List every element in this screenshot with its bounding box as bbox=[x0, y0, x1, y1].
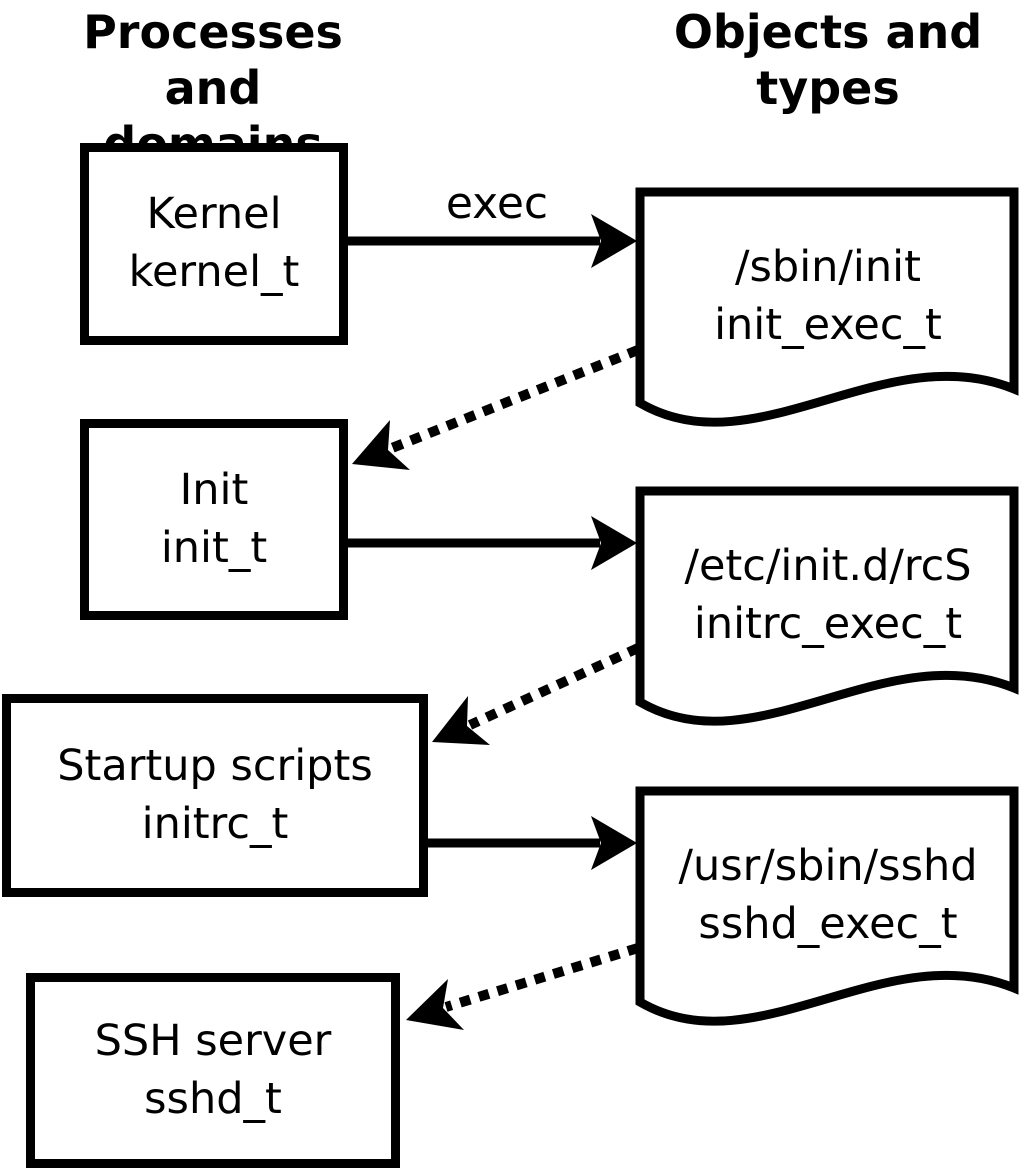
transition-arrow-rcs-to-initrc bbox=[432, 643, 641, 745]
process-node-init: Init init_t bbox=[80, 419, 348, 620]
process-node-startup-scripts: Startup scripts initrc_t bbox=[2, 694, 428, 897]
process-node-kernel: Kernel kernel_t bbox=[80, 143, 348, 345]
arrowhead-icon bbox=[591, 516, 637, 570]
exec-arrow-kernel-to-sbin-init bbox=[348, 214, 637, 268]
process-name: Init bbox=[179, 464, 249, 515]
transition-arrow-line bbox=[390, 345, 640, 453]
process-name: SSH server bbox=[94, 1015, 332, 1066]
process-node-ssh-server: SSH server sshd_t bbox=[26, 973, 400, 1168]
process-name: Kernel bbox=[146, 189, 282, 240]
exec-arrow-label: exec bbox=[445, 178, 549, 229]
object-type: initrc_exec_t bbox=[693, 599, 963, 649]
object-node-shape-usr-sbin-sshd bbox=[635, 786, 1019, 1026]
transition-arrow-line bbox=[444, 943, 640, 1012]
column-header-objects: Objects and types bbox=[673, 5, 983, 116]
process-domain-type: kernel_t bbox=[128, 247, 300, 297]
transition-arrow-sshd-exec-to-sshd bbox=[406, 943, 640, 1030]
object-node-etc-initd-rcs: /etc/init.d/rcS initrc_exec_t bbox=[644, 496, 1012, 696]
arrowhead-icon bbox=[591, 214, 637, 268]
object-node-sbin-init: /sbin/init init_exec_t bbox=[644, 197, 1012, 397]
arrowhead-icon bbox=[406, 979, 464, 1030]
exec-arrow-init-to-rcs bbox=[348, 516, 637, 570]
object-path: /sbin/init bbox=[735, 242, 921, 293]
process-name: Startup scripts bbox=[57, 740, 373, 791]
arrowhead-icon bbox=[432, 696, 490, 745]
object-type: init_exec_t bbox=[714, 300, 942, 350]
exec-arrow-initrc-to-sshd bbox=[428, 816, 637, 870]
object-node-shape-sbin-init bbox=[635, 187, 1019, 427]
object-path: /usr/sbin/sshd bbox=[678, 841, 978, 892]
arrowhead-icon bbox=[352, 420, 410, 470]
process-domain-type: sshd_t bbox=[144, 1073, 282, 1124]
arrowhead-icon bbox=[591, 816, 637, 870]
transition-arrow-line bbox=[467, 643, 641, 730]
process-domain-type: init_t bbox=[160, 522, 268, 573]
object-type: sshd_exec_t bbox=[698, 899, 958, 949]
object-node-shape-etc-initd-rcs bbox=[635, 486, 1019, 726]
process-domain-type: initrc_t bbox=[141, 798, 289, 849]
transition-arrow-sbin-init-to-init bbox=[352, 345, 640, 470]
object-path: /etc/init.d/rcS bbox=[684, 541, 972, 592]
object-node-usr-sbin-sshd: /usr/sbin/sshd sshd_exec_t bbox=[644, 796, 1012, 996]
